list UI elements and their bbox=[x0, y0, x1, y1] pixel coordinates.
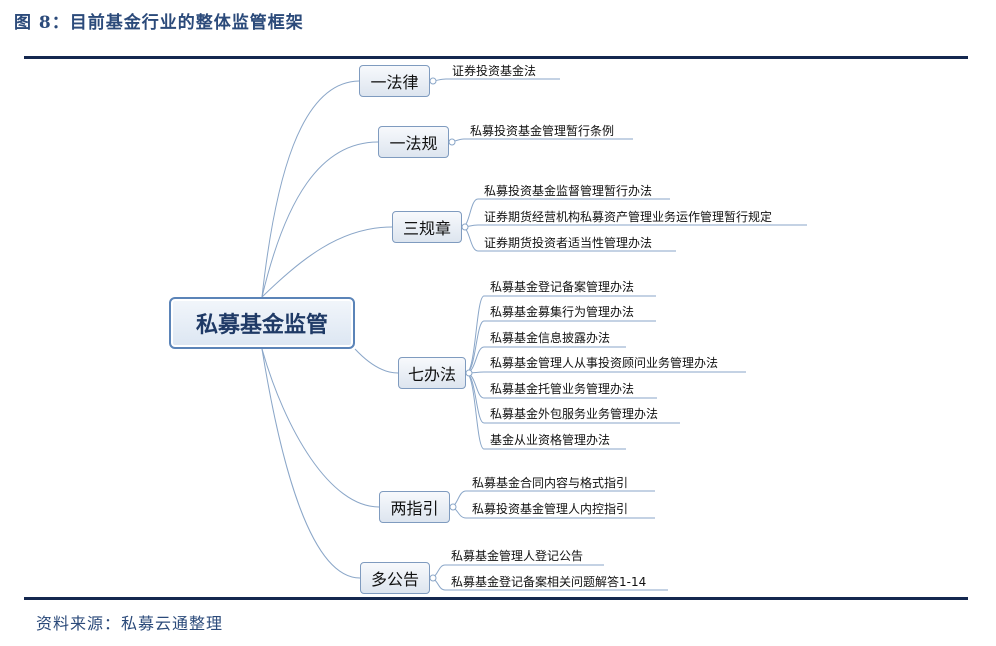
branch-node-regulation: 一法规 bbox=[378, 126, 449, 158]
connector-root-branch-5 bbox=[261, 348, 361, 579]
branch-node-law: 一法律 bbox=[359, 65, 430, 97]
branch-node-guidelines: 两指引 bbox=[379, 491, 450, 523]
leaf-measures-3: 私募基金管理人从事投资顾问业务管理办法 bbox=[490, 356, 719, 370]
leaf-rules-2: 证券期货投资者适当性管理办法 bbox=[484, 236, 653, 250]
leaf-measures-0: 私募基金登记备案管理办法 bbox=[490, 280, 635, 294]
leaf-guidelines-1: 私募投资基金管理人内控指引 bbox=[472, 502, 629, 516]
leaf-regulation-0: 私募投资基金管理暂行条例 bbox=[470, 124, 615, 138]
connector-root-branch-2 bbox=[261, 226, 393, 298]
leaf-measures-5: 私募基金外包服务业务管理办法 bbox=[490, 407, 659, 421]
bottom-rule bbox=[24, 597, 968, 600]
connector-root-branch-4 bbox=[261, 348, 380, 508]
leaf-rules-1: 证券期货经营机构私募资产管理业务运作管理暂行规定 bbox=[484, 210, 773, 224]
connector-root-branch-3 bbox=[354, 348, 399, 374]
figure-title: 图 8：目前基金行业的整体监管框架 bbox=[14, 13, 304, 33]
leaf-announcements-0: 私募基金管理人登记公告 bbox=[451, 549, 584, 563]
leaf-measures-4: 私募基金托管业务管理办法 bbox=[490, 382, 635, 396]
branch-node-rules: 三规章 bbox=[392, 211, 462, 243]
leaf-measures-1: 私募基金募集行为管理办法 bbox=[490, 305, 635, 319]
root-node: 私募基金监管 bbox=[169, 297, 355, 349]
leaf-rules-0: 私募投资基金监督管理暂行办法 bbox=[484, 184, 653, 198]
leaf-measures-2: 私募基金信息披露办法 bbox=[490, 331, 611, 345]
source-note: 资料来源：私募云通整理 bbox=[36, 614, 224, 633]
branch-node-announcements: 多公告 bbox=[360, 562, 430, 594]
branch-node-measures: 七办法 bbox=[398, 357, 466, 389]
leaf-measures-6: 基金从业资格管理办法 bbox=[490, 433, 611, 447]
top-rule bbox=[24, 56, 968, 59]
connector-root-branch-1 bbox=[261, 141, 379, 298]
connector-root-branch-0 bbox=[261, 80, 360, 298]
leaf-guidelines-0: 私募基金合同内容与格式指引 bbox=[472, 476, 629, 490]
leaf-announcements-1: 私募基金登记备案相关问题解答1-14 bbox=[451, 575, 647, 589]
leaf-law-0: 证券投资基金法 bbox=[452, 64, 537, 78]
